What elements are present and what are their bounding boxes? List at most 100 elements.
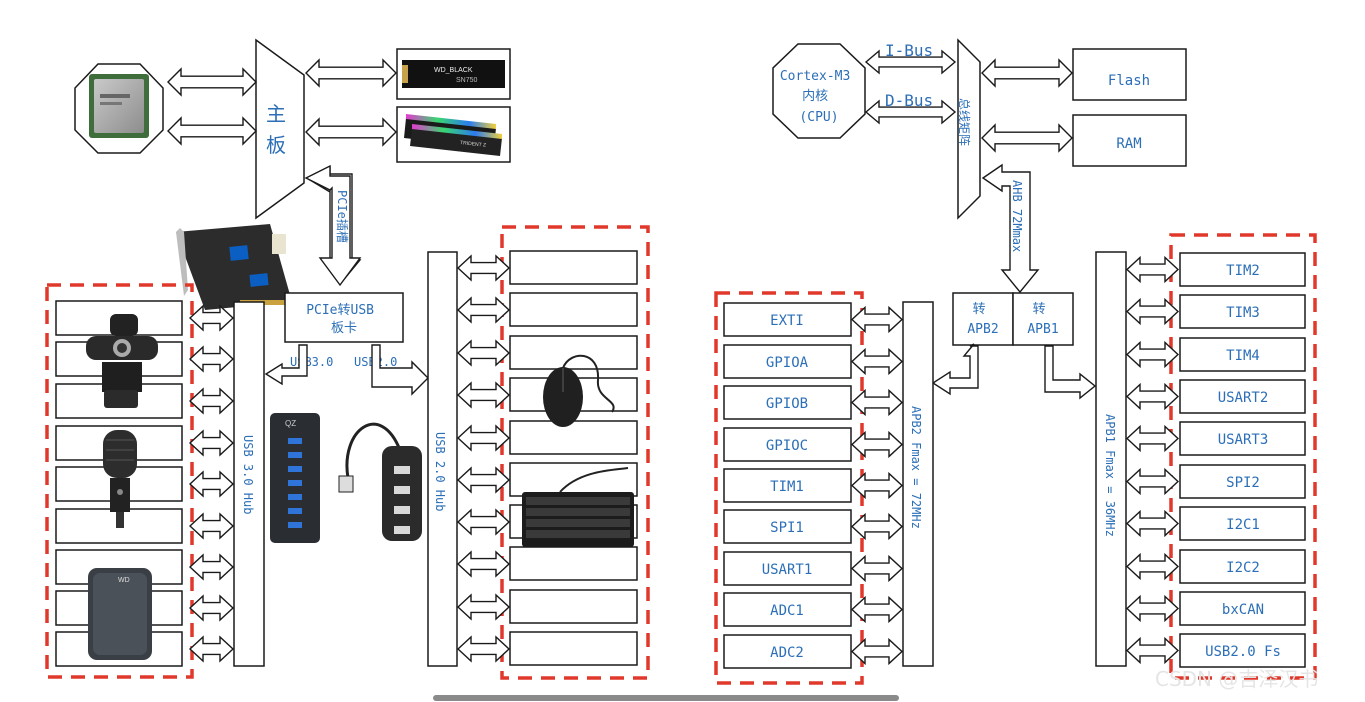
ram-brand-label: TRIDENT Z [460,140,487,149]
double-arrow [456,254,511,282]
ram-image: TRIDENT Z [404,114,502,156]
bus-matrix-label: 总线矩阵 [957,98,971,146]
ssd-brand-label: WD_BLACK [434,67,473,74]
double-arrow [1125,594,1180,623]
pcie-slot-label: PCIe插槽 [335,190,349,243]
apb2-peripheral-box [723,344,852,379]
apb1-peripheral-list: TIM2TIM3TIM4USART2USART3SPI2I2C1I2C2bxCA… [1179,252,1306,668]
double-arrow [305,117,397,147]
left-link-arrows [167,58,511,663]
apb2-peripherals-highlight [714,291,864,685]
double-arrow [456,593,511,621]
microphone-image [103,430,137,528]
apb1-bridge-box [1012,292,1074,346]
ram-memory-box [1072,114,1187,167]
apb1-peripheral-box [1179,379,1306,414]
double-arrow [850,512,904,541]
apb2-peripheral-box [723,592,852,627]
apb1-peripheral-box [1179,591,1306,626]
apb1-peripheral-label: bxCAN [1222,602,1264,618]
pcie-usb-card-box [284,292,404,343]
usb3-devices-highlight [45,283,194,679]
usb-hub-4port-image [338,422,422,541]
usb2-port-box [509,420,638,455]
pcie-usb-card-label: PCIe转USB 板卡 [306,303,382,336]
double-arrow [850,554,904,583]
double-arrow [1125,340,1180,369]
double-arrow [188,553,235,581]
ssd-model-label: SN750 [456,77,478,84]
double-arrow [188,470,235,498]
usb2-port-box [509,546,638,581]
ram-memory-label: RAM [1116,136,1141,152]
usb2-port-box [509,589,638,624]
usb2-port-box [509,292,638,327]
double-arrow [456,339,511,367]
apb2-peripheral-box [723,468,852,503]
apb1-peripheral-label: SPI2 [1226,475,1260,491]
apb2-bus-label: APB2 Fmax = 72MHz [909,406,923,529]
mouse-image [543,354,615,427]
double-arrow [981,58,1073,88]
apb2-peripheral-label: TIM1 [770,479,804,495]
apb1-peripheral-label: USART3 [1218,432,1269,448]
bus-matrix-shape [957,38,981,220]
apb2-peripheral-box [723,385,852,420]
usb3-port-label: USB3.0 [290,355,333,369]
usb2-devices-highlight [500,225,650,680]
horizontal-scrollbar-thumb[interactable] [433,695,899,701]
cortex-cpu-shape [772,43,866,139]
apb2-peripheral-label: GPIOA [766,355,809,371]
double-arrow [850,388,904,417]
motherboard-label: 主 板 [266,102,298,157]
double-arrow [456,466,511,494]
double-arrow [1125,382,1180,411]
drive-brand-label: WD [118,577,130,584]
double-arrow [188,304,235,332]
ahb-label: AHB 72Mmax [1010,180,1024,252]
apb2-bridge-box [952,292,1014,346]
apb1-peripheral-box [1179,294,1306,329]
usb2-link-arrow [371,344,429,396]
double-arrow [305,58,397,88]
double-arrow [456,381,511,409]
usb2-port-box [509,462,638,497]
double-arrow [850,595,904,624]
cpu-chip-image [89,74,149,138]
double-arrow [1125,552,1180,581]
double-arrow [850,471,904,500]
usb3-link-arrow [264,344,308,386]
ssd-image: WD_BLACK SN750 [402,60,505,88]
apb1-peripheral-box [1179,633,1306,668]
cortex-cpu-label: Cortex-M3 内核 (CPU) [780,69,858,125]
ibus-label: I-Bus [885,41,933,60]
ahb-arrow [981,163,1040,294]
usb-hub-qz-image: QZ [270,413,320,543]
double-arrow [167,67,257,97]
apb1-peripheral-box [1179,549,1306,584]
apb2-peripheral-box [723,634,852,669]
usb2-hub-bar [427,251,458,667]
apb1-peripheral-label: I2C2 [1226,560,1260,576]
double-arrow [188,594,235,622]
apb1-bridge-label: 转 APB1 [1027,302,1058,337]
watermark: CSDN @吉泽汉书 [1155,667,1318,691]
double-arrow [850,430,904,459]
apb1-peripheral-box [1179,337,1306,372]
usb2-port-box [509,631,638,666]
double-arrow [188,345,235,373]
hub-brand-label: QZ [285,419,296,428]
double-arrow [456,635,511,663]
double-arrow [1125,636,1180,665]
double-arrow [1125,509,1180,538]
pc-usb-section: 主 板 WD_BLACK SN750 TRIDENT Z [45,38,650,680]
apb2-link-arrow [931,343,979,396]
apb1-bus-label: APB1 Fmax = 36MHz [1103,414,1117,537]
apb2-peripheral-label: GPIOC [766,438,808,454]
apb2-peripheral-list: EXTIGPIOAGPIOBGPIOCTIM1SPI1USART1ADC1ADC… [723,302,852,669]
webcam-image [86,314,158,408]
apb1-peripheral-label: USB2.0 Fs [1205,644,1281,660]
double-arrow [1125,297,1180,326]
apb1-bus-bar [1095,251,1127,667]
double-arrow [456,550,511,578]
